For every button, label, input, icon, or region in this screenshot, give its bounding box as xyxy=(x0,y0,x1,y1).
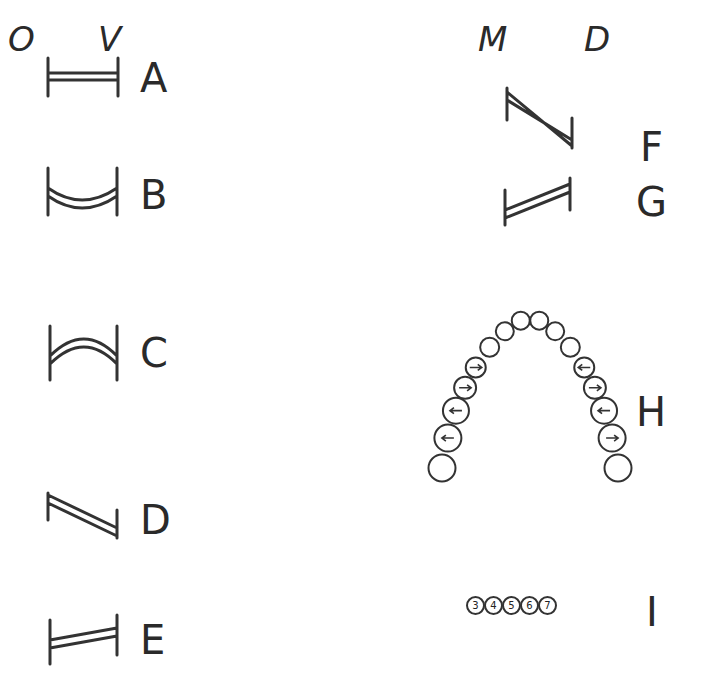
figure-letter: I xyxy=(646,592,658,632)
contact-concave xyxy=(48,168,117,215)
tooth-outline xyxy=(546,322,564,340)
drift-arrow xyxy=(578,364,590,370)
tooth-outline xyxy=(434,425,461,452)
direction-label: V xyxy=(98,22,121,56)
tooth-outline xyxy=(530,312,548,330)
tooth-circle: 7 xyxy=(538,596,557,615)
dental-arch xyxy=(429,312,632,482)
drift-arrow xyxy=(470,364,482,370)
drift-arrow xyxy=(442,435,454,441)
contact-oblique xyxy=(48,493,117,538)
tooth-outline xyxy=(454,377,476,399)
tooth-outline xyxy=(466,357,486,377)
figure-letter: B xyxy=(140,175,167,215)
figure-letter: D xyxy=(140,500,171,540)
tooth-circle: 3 xyxy=(466,596,485,615)
figure-letter: H xyxy=(636,392,666,432)
tooth-outline xyxy=(512,312,530,330)
tooth-circle: 4 xyxy=(484,596,503,615)
figure-letter: A xyxy=(140,58,167,98)
tooth-outline xyxy=(561,338,580,357)
tooth-outline xyxy=(496,322,514,340)
direction-label: M xyxy=(478,22,507,56)
tooth-outline xyxy=(443,398,469,424)
figure-letter: C xyxy=(140,333,168,373)
tooth-outline xyxy=(574,357,594,377)
contact-slight-oblique xyxy=(50,615,117,664)
contact-convex xyxy=(50,326,117,380)
tooth-outline xyxy=(591,398,617,424)
tooth-circle: 6 xyxy=(520,596,539,615)
tooth-outline xyxy=(480,338,499,357)
tooth-outline xyxy=(605,455,632,482)
figure-letter: G xyxy=(636,182,667,222)
contact-flat xyxy=(48,58,118,96)
tooth-number: 4 xyxy=(490,601,496,611)
contact-mesiodistal-f xyxy=(507,88,572,148)
drift-arrow xyxy=(589,385,601,391)
figure-letter: F xyxy=(640,127,663,167)
tooth-number: 7 xyxy=(544,601,550,611)
drift-arrow xyxy=(450,408,462,414)
tooth-number: 6 xyxy=(526,601,532,611)
figure-letter: E xyxy=(140,620,165,660)
contact-mesiodistal-g xyxy=(505,178,570,225)
tooth-outline xyxy=(429,455,456,482)
tooth-number: 3 xyxy=(472,601,478,611)
drift-arrow xyxy=(459,385,471,391)
tooth-number: 5 xyxy=(508,601,514,611)
drift-arrow xyxy=(598,408,610,414)
tooth-outline xyxy=(599,425,626,452)
tooth-circle: 5 xyxy=(502,596,521,615)
direction-label: O xyxy=(8,22,35,56)
tooth-outline xyxy=(584,377,606,399)
drift-arrow xyxy=(606,435,618,441)
direction-label: D xyxy=(584,22,610,56)
